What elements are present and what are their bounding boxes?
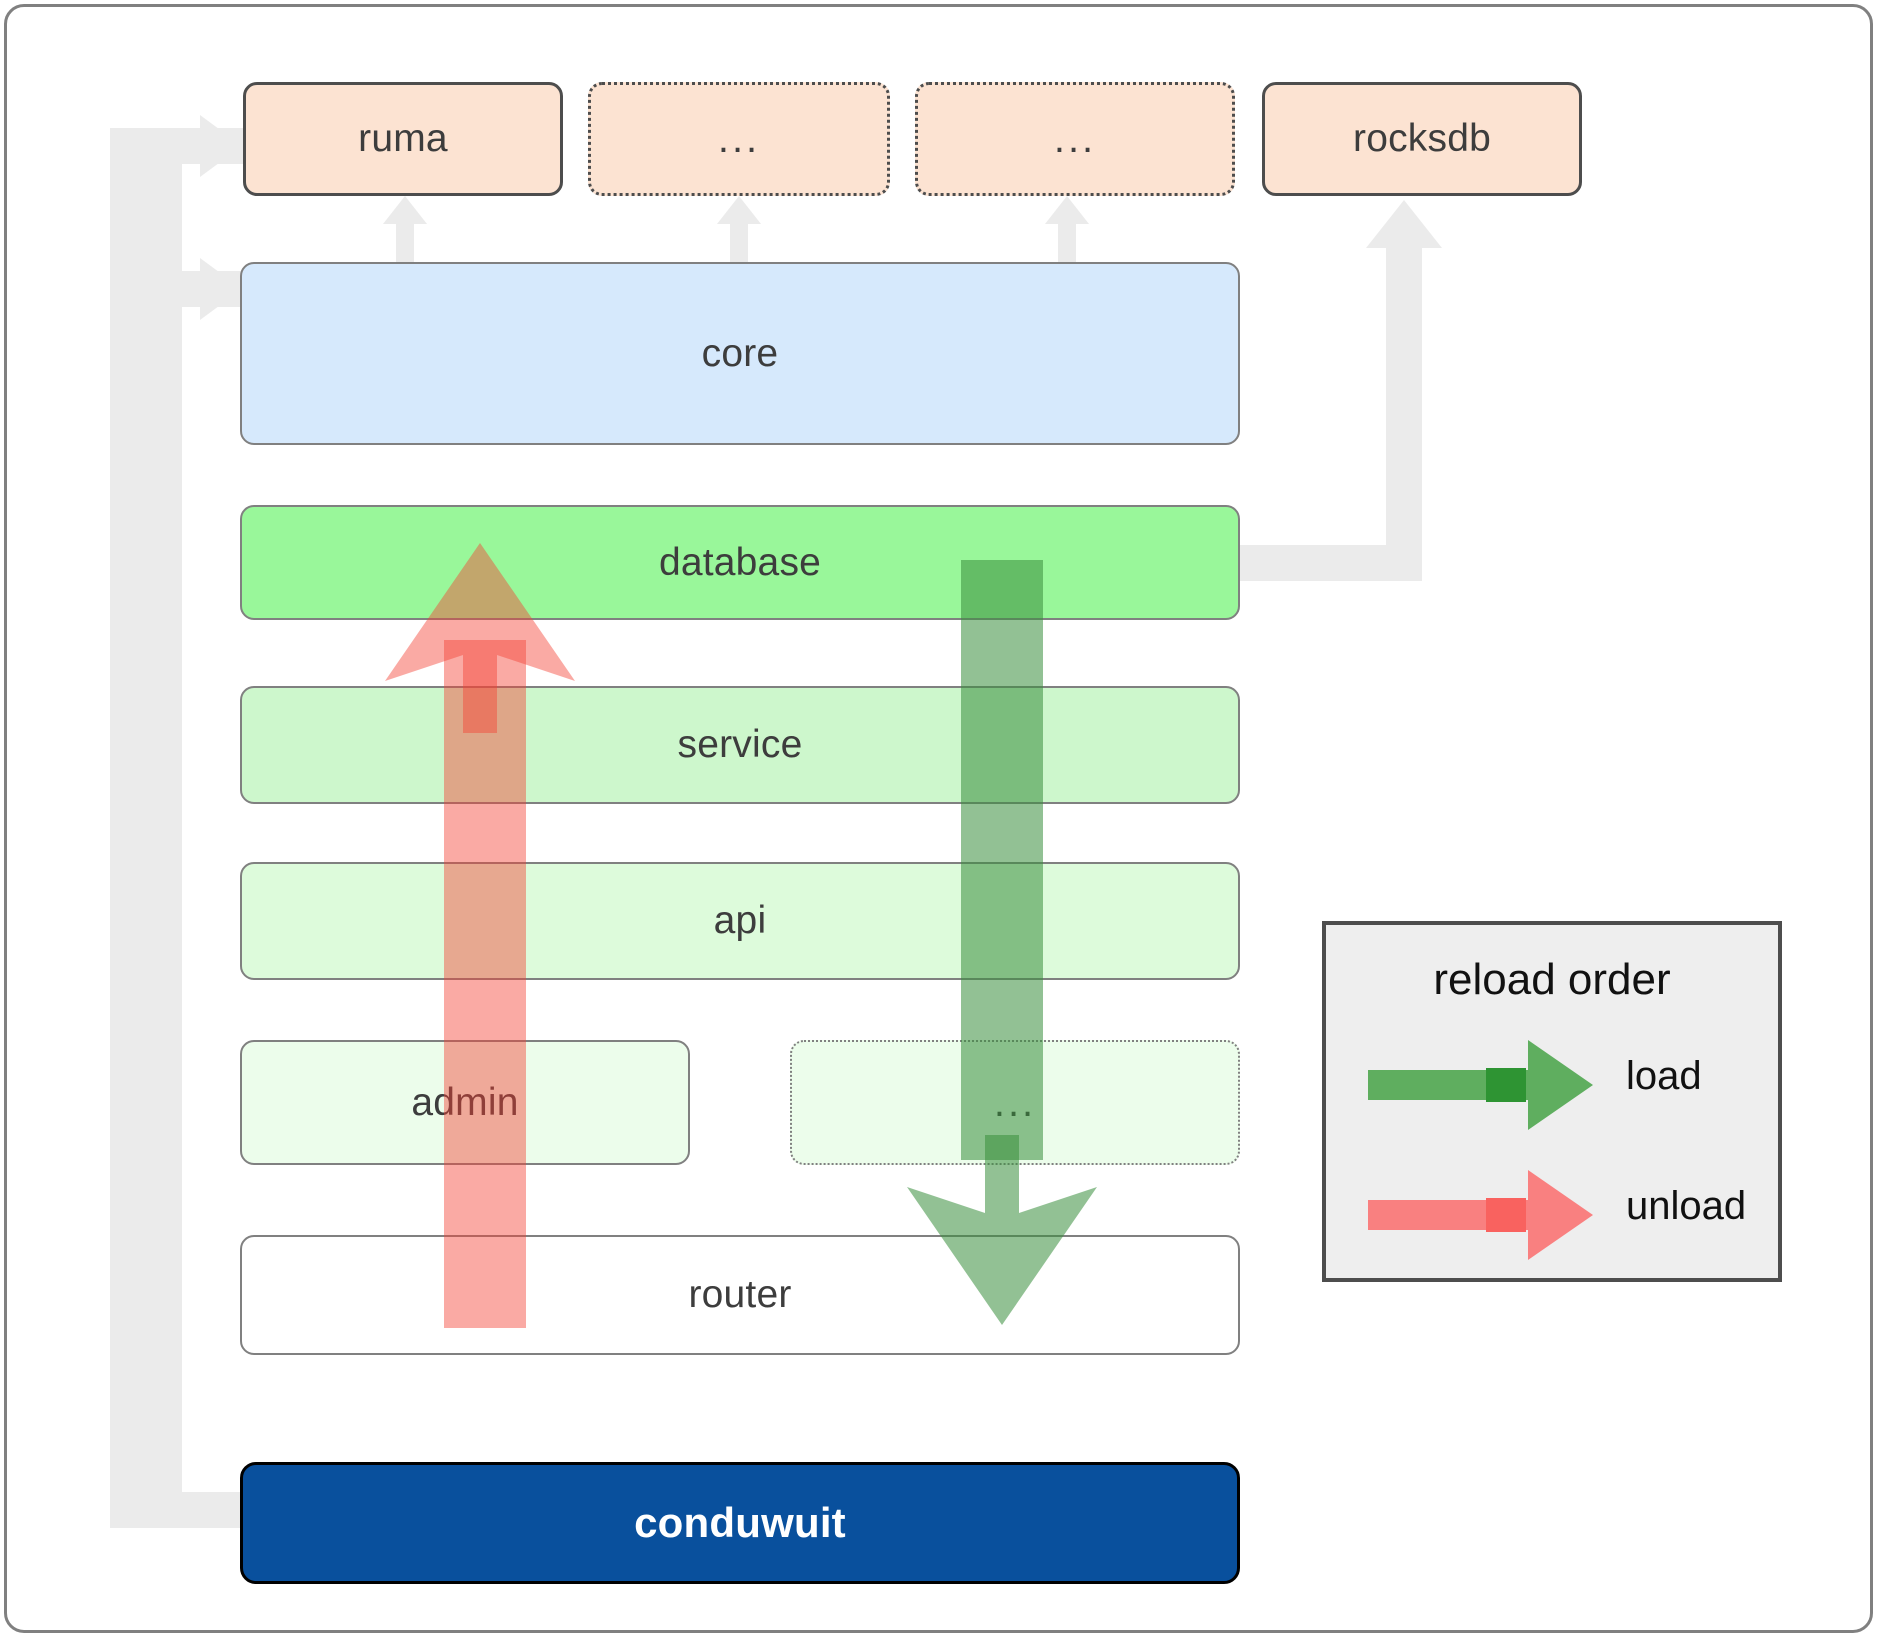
dependency-label-rocksdb: rocksdb xyxy=(1353,117,1491,160)
layer-label-admin: admin xyxy=(411,1080,519,1124)
legend-title: reload order xyxy=(1433,955,1671,1004)
load-icon xyxy=(1368,1040,1593,1130)
legend-label-unload: unload xyxy=(1626,1184,1747,1228)
layer-box-admin[interactable]: admin xyxy=(240,1040,690,1165)
legend-label-load: load xyxy=(1626,1054,1702,1098)
connector-arrowhead-ruma xyxy=(200,115,242,177)
connector-db-to-rocksdb-vertical xyxy=(1386,248,1422,581)
connector-arrowhead-rocksdb xyxy=(1366,200,1442,248)
load-arrow-shaft xyxy=(961,560,1043,1160)
connector-core-to-dep2-stem xyxy=(730,216,748,264)
dependency-box-rocksdb[interactable]: rocksdb xyxy=(1262,82,1582,196)
dependency-label-ruma: ruma xyxy=(358,117,448,160)
connector-arrowhead-core xyxy=(200,258,242,320)
dependency-box-more-2[interactable]: ... xyxy=(915,82,1235,196)
layer-box-database[interactable]: database xyxy=(240,505,1240,620)
layer-label-service: service xyxy=(677,723,803,766)
layer-box-service[interactable]: service xyxy=(240,686,1240,804)
connector-core-to-ruma-stem xyxy=(396,216,414,264)
connector-core-stub xyxy=(146,164,182,1528)
connector-arrowhead-core-ruma xyxy=(383,196,427,224)
layer-label-database: database xyxy=(658,540,822,584)
layer-label-core: core xyxy=(701,331,779,375)
layer-label-router: router xyxy=(688,1273,792,1316)
legend-row-unload: unload xyxy=(1326,1170,1778,1260)
dependency-box-ruma[interactable]: ruma xyxy=(243,82,563,196)
layer-box-api[interactable]: api xyxy=(240,862,1240,980)
layer-label-api: api xyxy=(713,899,767,942)
connector-arrowhead-core-dep3 xyxy=(1045,196,1089,224)
dependency-label-more-1: ... xyxy=(717,117,761,161)
layer-box-core[interactable]: core xyxy=(240,262,1240,445)
connector-core-to-dep3-stem xyxy=(1058,216,1076,264)
legend-panel: reload order load unload xyxy=(1322,921,1782,1282)
unload-icon xyxy=(1368,1170,1593,1260)
binary-box-conduwuit[interactable]: conduwuit xyxy=(240,1462,1240,1584)
binary-label-conduwuit: conduwuit xyxy=(634,1499,846,1546)
dependency-label-more-2: ... xyxy=(1053,117,1097,161)
layer-box-router[interactable]: router xyxy=(240,1235,1240,1355)
legend-row-load: load xyxy=(1326,1040,1778,1130)
diagram-frame xyxy=(4,4,1873,1633)
unload-arrow-shaft xyxy=(444,640,526,1328)
connector-left-trunk xyxy=(110,128,146,1528)
dependency-box-more-1[interactable]: ... xyxy=(588,82,890,196)
connector-arrowhead-core-dep2 xyxy=(717,196,761,224)
